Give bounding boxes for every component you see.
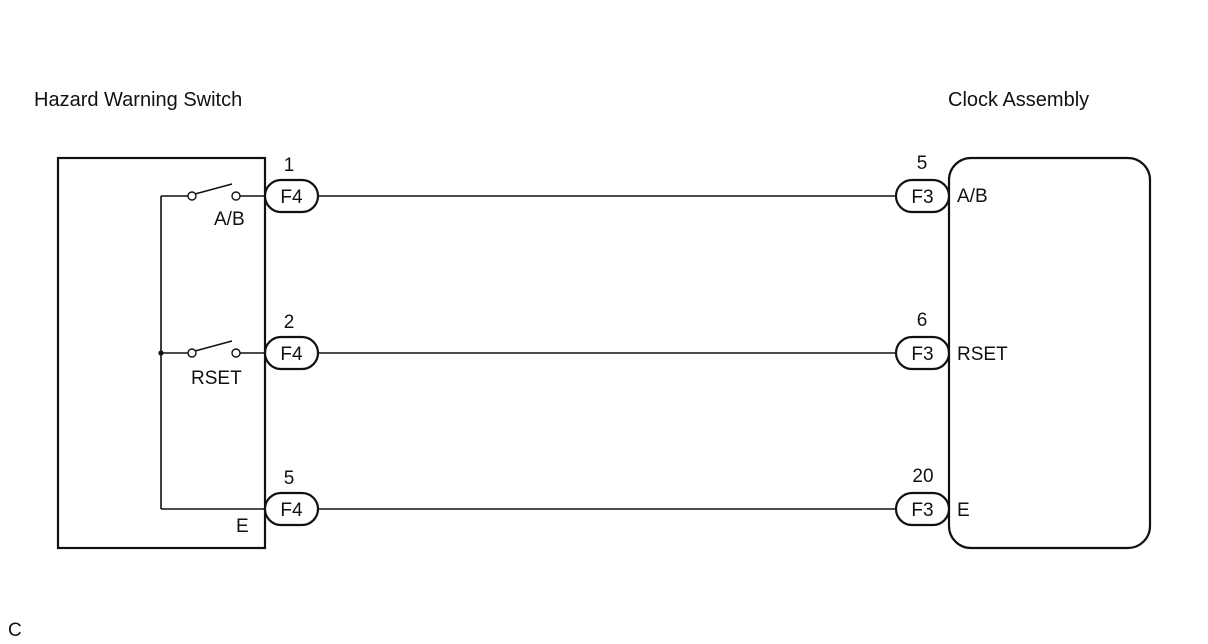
svg-text:F3: F3 — [911, 500, 933, 521]
left-pin-5: 5 — [284, 468, 295, 489]
svg-text:F4: F4 — [280, 344, 303, 365]
left-connector-f4-pin5: F4 — [263, 491, 320, 527]
right-pin-5: 5 — [917, 153, 928, 174]
svg-text:F3: F3 — [911, 344, 933, 365]
right-connector-f3-pin5: F3 — [894, 178, 951, 214]
diagram-code: C — [8, 620, 22, 641]
right-pin-20: 20 — [912, 466, 933, 487]
right-connector-f3-pin20: F3 — [894, 491, 951, 527]
clock-assembly-title: Clock Assembly — [948, 89, 1089, 111]
right-terminal-rset-label: RSET — [957, 344, 1008, 365]
left-connector-f4-pin2: F4 — [263, 335, 320, 371]
hazard-warning-switch-title: Hazard Warning Switch — [34, 89, 242, 111]
rset-switch — [161, 340, 266, 358]
left-pin-2: 2 — [284, 312, 295, 333]
svg-text:F4: F4 — [280, 500, 303, 521]
svg-text:F4: F4 — [280, 187, 303, 208]
ab-switch — [161, 183, 266, 201]
left-terminal-e-label: E — [236, 516, 249, 537]
left-terminal-ab-label: A/B — [214, 209, 245, 230]
right-connector-f3-pin6: F3 — [894, 335, 951, 371]
right-terminal-e-label: E — [957, 500, 970, 521]
left-connector-f4-pin1: F4 — [263, 178, 320, 214]
left-terminal-rset-label: RSET — [191, 368, 242, 389]
right-pin-6: 6 — [917, 310, 928, 331]
right-terminal-ab-label: A/B — [957, 186, 988, 207]
left-pin-1: 1 — [284, 155, 295, 176]
svg-text:F3: F3 — [911, 187, 933, 208]
